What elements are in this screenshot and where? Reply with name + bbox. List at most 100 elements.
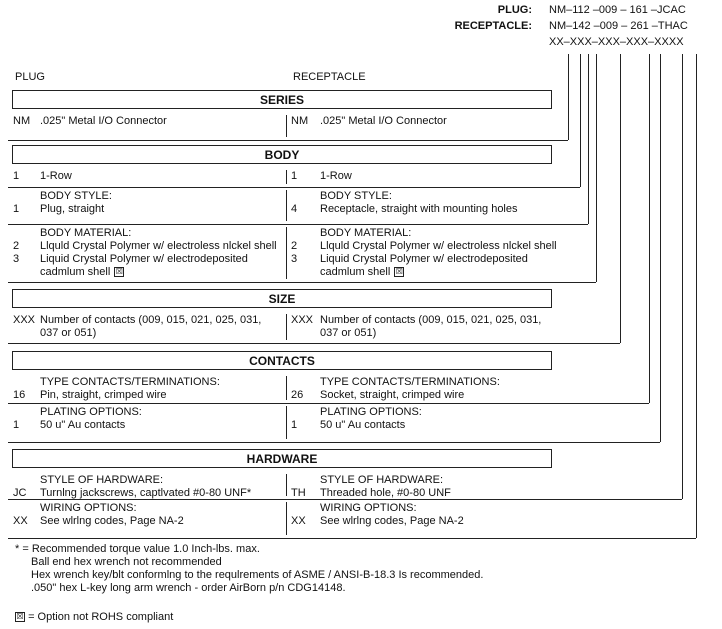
receptacle-option-text: Number of contacts (009, 015, 021, 025, …: [320, 314, 541, 327]
body-row-divider: [8, 187, 580, 188]
plug-option-text: Liquid Crystal Polymer w/ electrodeposit…: [40, 253, 248, 266]
plug-option-code: 2: [13, 240, 20, 252]
series-row-divider: [8, 140, 568, 141]
option-text: Threaded hole, #0-80 UNF: [320, 487, 451, 499]
option-text: 1-Row: [320, 170, 352, 182]
plug-option-code: 16: [13, 389, 26, 401]
plug-option-text: .025" Metal I/O Connector: [40, 115, 167, 128]
body-row-divider: [8, 282, 596, 283]
hardware-row-divider: [8, 499, 682, 500]
plug-option-text: Number of contacts (009, 015, 021, 025, …: [40, 314, 261, 327]
plug-option-text: 50 u" Au contacts: [40, 419, 125, 432]
plug-option-code: 1: [13, 203, 20, 215]
plug-option-text: See wlrlng codes, Page NA-2: [40, 515, 184, 528]
option-text: Turnlng jackscrews, captlvated #0-80 UNF…: [40, 487, 252, 499]
contacts-row-divider: [8, 442, 660, 443]
option-text: WIRING OPTIONS:: [320, 502, 417, 514]
note-hex-key: Hex wrench key/blt conformlng to the req…: [31, 569, 484, 581]
plug-option-text: Pin, straight, crimped wire: [40, 389, 167, 402]
receptacle-option-text: .025" Metal I/O Connector: [320, 115, 447, 128]
receptacle-column-label: RECEPTACLE: [293, 71, 366, 83]
plug-option-label: TYPE CONTACTS/TERMINATIONS:: [40, 376, 220, 389]
option-text: Pin, straight, crimped wire: [40, 389, 167, 401]
receptacle-option-code: TH: [291, 487, 306, 499]
option-text: cadmlum shell: [320, 266, 391, 278]
hardware-row-divider: [8, 538, 696, 539]
option-text: Llquld Crystal Polymer w/ electroless nl…: [40, 240, 277, 252]
receptacle-option-code: NM: [291, 115, 309, 127]
plug-option-code: JC: [13, 487, 27, 499]
body-leader-line: [580, 54, 581, 187]
receptacle-option-code: 2: [291, 240, 298, 252]
plug-option-text: Llquld Crystal Polymer w/ electroless nl…: [40, 240, 277, 253]
receptacle-option-code: XXX: [291, 314, 314, 326]
receptacle-option-label: STYLE OF HARDWARE:: [320, 474, 443, 487]
hardware-column-divider: [286, 474, 287, 496]
size-leader-line: [620, 54, 621, 343]
option-text: 1-Row: [40, 170, 72, 182]
rohs-x-box-icon: ☒: [114, 267, 125, 278]
receptacle-option-code: 4: [291, 203, 298, 215]
receptacle-part-number: NM–142 –009 – 261 –THAC: [549, 20, 688, 32]
option-text: PLATING OPTIONS:: [320, 406, 422, 418]
option-text: See wlrlng codes, Page NA-2: [40, 515, 184, 527]
option-text: BODY MATERIAL:: [320, 227, 412, 239]
option-text: 037 or 051): [320, 327, 377, 339]
rohs-x-box-icon: ☒: [394, 267, 405, 278]
receptacle-option-text: Threaded hole, #0-80 UNF: [320, 487, 451, 500]
option-text: PLATING OPTIONS:: [40, 406, 142, 418]
plug-option-label: PLATING OPTIONS:: [40, 406, 142, 419]
option-text: 50 u" Au contacts: [40, 419, 126, 431]
receptacle-option-text: Socket, straight, crimped wire: [320, 389, 464, 402]
option-text: Socket, straight, crimped wire: [320, 389, 465, 401]
body-column-divider: [286, 227, 287, 279]
receptacle-option-label: BODY STYLE:: [320, 190, 392, 203]
option-text: STYLE OF HARDWARE:: [320, 474, 444, 486]
receptacle-option-code: 3: [291, 253, 298, 265]
receptacle-option-text: cadmlum shell☒: [320, 266, 405, 279]
plug-option-code: XX: [13, 515, 28, 527]
contacts-column-divider: [286, 376, 287, 400]
plug-part-number: NM–112 –009 – 161 –JCAC: [549, 4, 686, 16]
option-text: Number of contacts (009, 015, 021, 025, …: [40, 314, 262, 326]
receptacle-option-code: XX: [291, 515, 306, 527]
receptacle-option-text: 50 u" Au contacts: [320, 419, 405, 432]
receptacle-label: RECEPTACLE:: [454, 20, 532, 32]
section-header-hardware: HARDWARE: [12, 449, 552, 468]
section-header-body: BODY: [12, 145, 552, 164]
contacts-column-divider: [286, 406, 287, 439]
rohs-x-box-icon: ☒: [15, 612, 25, 623]
plug-option-text: cadmlum shell☒: [40, 266, 125, 279]
receptacle-option-text: 037 or 051): [320, 327, 376, 340]
plug-option-label: STYLE OF HARDWARE:: [40, 474, 163, 487]
rohs-note: = Option not ROHS compliant: [28, 611, 174, 623]
section-header-series: SERIES: [12, 90, 552, 109]
body-leader-line: [588, 54, 589, 224]
part-number-template: XX–XXX–XXX–XXX–XXXX: [549, 36, 684, 48]
receptacle-option-text: See wlrlng codes, Page NA-2: [320, 515, 464, 528]
plug-column-label: PLUG: [15, 71, 45, 83]
note-ball-end: Ball end hex wrench not recommended: [31, 556, 222, 568]
size-column-divider: [286, 314, 287, 340]
hardware-column-divider: [286, 502, 287, 535]
option-text: Plug, straight: [40, 203, 105, 215]
receptacle-option-label: PLATING OPTIONS:: [320, 406, 422, 419]
plug-option-code: 1: [13, 419, 20, 431]
option-text: STYLE OF HARDWARE:: [40, 474, 164, 486]
body-column-divider: [286, 190, 287, 221]
plug-option-label: WIRING OPTIONS:: [40, 502, 137, 515]
rohs-legend: ☒ = Option not ROHS compliant: [15, 611, 173, 623]
receptacle-option-label: BODY MATERIAL:: [320, 227, 411, 240]
series-column-divider: [286, 115, 287, 137]
section-header-size: SIZE: [12, 289, 552, 308]
receptacle-option-text: Receptacle, straight with mounting holes: [320, 203, 518, 216]
plug-option-text: 037 or 051): [40, 327, 96, 340]
option-text: WIRING OPTIONS:: [40, 502, 137, 514]
plug-option-text: 1-Row: [40, 170, 72, 183]
plug-option-label: BODY STYLE:: [40, 190, 112, 203]
plug-option-text: Plug, straight: [40, 203, 104, 216]
option-text: .025" Metal I/O Connector: [320, 115, 447, 127]
option-text: TYPE CONTACTS/TERMINATIONS:: [40, 376, 220, 388]
option-text: 037 or 051): [40, 327, 97, 339]
